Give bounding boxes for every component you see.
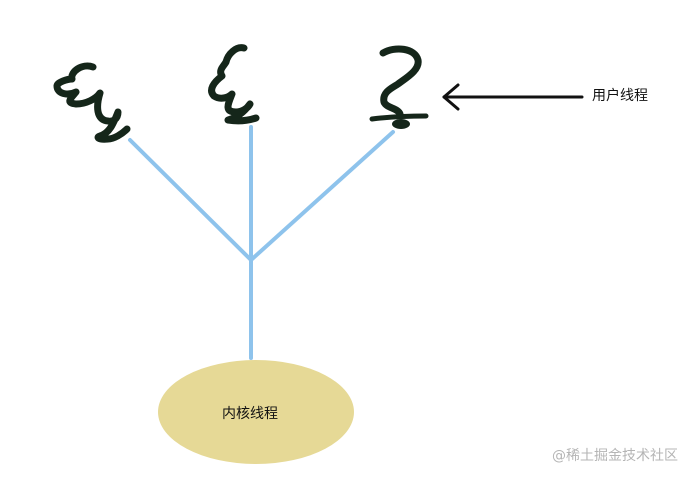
user-thread-squiggle-3-base [369,113,429,122]
connector-right [249,130,395,262]
watermark: @稀土掘金技术社区 [552,448,678,464]
user-thread-squiggle-3 [379,45,422,118]
user-thread-label: 用户线程 [592,88,648,104]
connector-lines [128,125,395,360]
kernel-thread-label: 内核线程 [222,406,278,422]
user-thread-squiggle-1 [53,62,131,143]
kernel-thread-node [158,360,354,464]
arrow-head [442,83,460,111]
pointer-arrow [442,83,584,111]
user-thread-squiggle-2 [208,44,260,125]
user-thread-squiggle-3-blot [392,119,410,129]
connector-left [128,138,253,262]
